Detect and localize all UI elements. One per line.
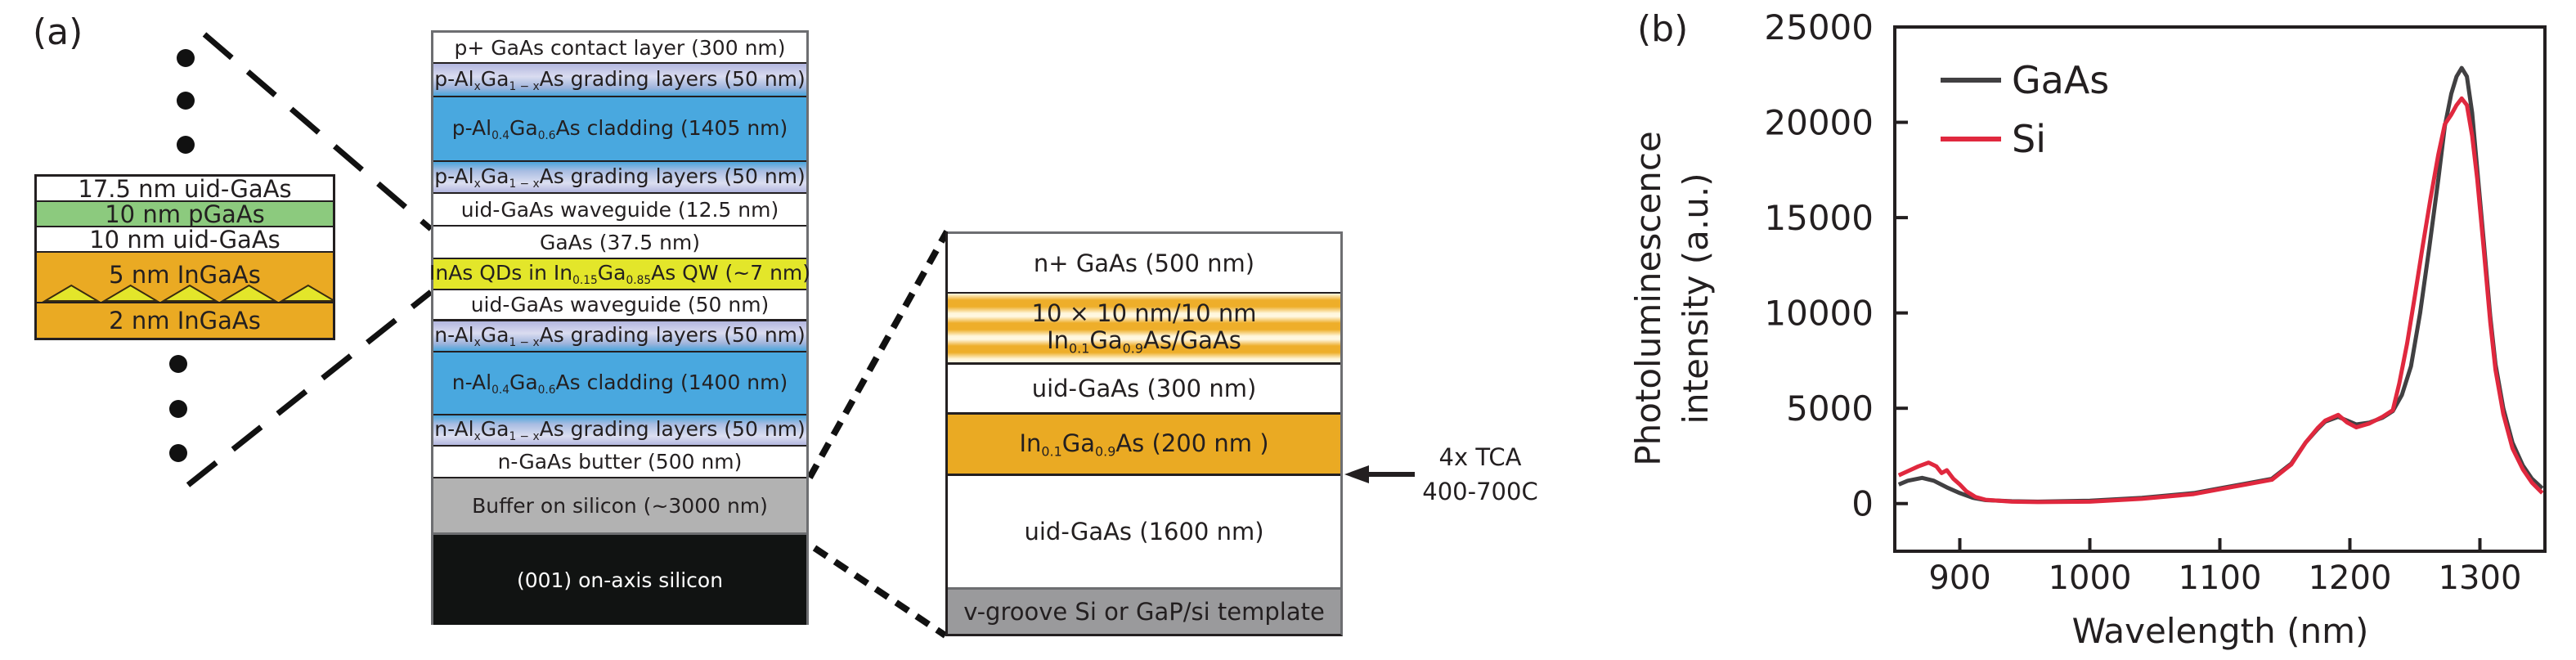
layer-label: InAs QDs in In0.15Ga0.85As QW (~7 nm) — [429, 261, 811, 287]
panel-b-label: (b) — [1637, 8, 1689, 50]
ellipsis-dot — [177, 136, 195, 154]
layer-label: 10 nm pGaAs — [105, 200, 265, 228]
quantum-dot — [101, 284, 160, 302]
layer-label: n-GaAs butter (500 nm) — [497, 450, 743, 474]
layer-label: n-AlxGa1 − xAs grading layers (50 nm) — [434, 417, 806, 443]
ellipsis-dot — [169, 355, 187, 373]
layer-label: GaAs (37.5 nm) — [539, 230, 701, 254]
layer-label: p-AlxGa1 − xAs grading layers (50 nm) — [434, 66, 806, 93]
tca-arrow-icon — [1344, 465, 1415, 483]
layer-uid-gaas-300: uid-GaAs (300 nm) — [948, 362, 1340, 412]
series-line-gaas — [1897, 65, 2544, 504]
layer-silicon-substrate: (001) on-axis silicon — [433, 532, 806, 625]
quantum-dot — [42, 284, 101, 302]
x-tick-label: 900 — [1928, 559, 1990, 597]
series-line-si — [1897, 96, 2544, 505]
layer-p-grading-bottom: p-AlxGa1 − xAs grading layers (50 nm) — [433, 160, 806, 192]
x-tick-label: 1000 — [2049, 559, 2132, 597]
connector-bottom-left — [186, 290, 433, 487]
y-tick-label: 25000 — [1764, 7, 1874, 47]
legend-label-si: Si — [2012, 117, 2046, 161]
layer-label: 5 nm InGaAs — [109, 261, 261, 289]
ellipsis-dot — [169, 400, 187, 418]
layer-p-cladding: p-Al0.4Ga0.6As cladding (1405 nm) — [433, 96, 806, 160]
layer-label: 2 nm InGaAs — [109, 307, 261, 334]
connector-top-right — [806, 230, 949, 479]
ellipsis-dot — [169, 444, 187, 462]
y-tick-label: 20000 — [1764, 103, 1874, 143]
y-tick-label: 0 — [1851, 484, 1874, 524]
layer-n-plus-gaas: n+ GaAs (500 nm) — [948, 231, 1340, 292]
y-tick-label: 5000 — [1786, 388, 1874, 429]
layer-label: 17.5 nm uid-GaAs — [78, 174, 292, 203]
layer-label: (001) on-axis silicon — [516, 568, 724, 592]
annealing-note-line2: 400-700C — [1422, 478, 1538, 506]
layer-p-contact: p+ GaAs contact layer (300 nm) — [433, 30, 806, 62]
layer-label: uid-GaAs (1600 nm) — [1024, 518, 1264, 546]
layer-label: uid-GaAs (300 nm) — [1031, 375, 1257, 402]
layer-label: uid-GaAs waveguide (50 nm) — [470, 293, 770, 317]
layer-ingaas-200: In0.1Ga0.9As (200 nm ) — [948, 412, 1340, 474]
x-tick-label: 1300 — [2439, 559, 2522, 597]
x-tick-label: 1100 — [2179, 559, 2262, 597]
ellipsis-dot — [177, 92, 195, 110]
layer-uid-gaas-10nm: 10 nm uid-GaAs — [37, 225, 333, 254]
annealing-note-line1: 4x TCA — [1438, 443, 1522, 471]
layer-label: v-groove Si or GaP/si template — [963, 598, 1325, 626]
quantum-dot — [160, 284, 219, 302]
layer-gaas-37nm: GaAs (37.5 nm) — [433, 225, 806, 258]
layer-label: p+ GaAs contact layer (300 nm) — [454, 35, 786, 60]
ellipsis-dot — [177, 49, 195, 67]
layer-label: n+ GaAs (500 nm) — [1033, 249, 1255, 277]
laser-structure-stack: p+ GaAs contact layer (300 nm) p-AlxGa1 … — [429, 30, 810, 625]
layer-p-gaas: 10 nm pGaAs — [37, 200, 333, 228]
layer-label: uid-GaAs waveguide (12.5 nm) — [460, 197, 779, 222]
quantum-dots — [42, 284, 333, 302]
active-region-stack: 17.5 nm uid-GaAs 10 nm pGaAs 10 nm uid-G… — [34, 174, 335, 340]
y-axis-label-line2: intensity (a.u.) — [1676, 173, 1716, 424]
layer-quantum-dots: InAs QDs in In0.15Ga0.85As QW (~7 nm) — [429, 258, 810, 289]
connector-top-left — [202, 32, 433, 231]
layer-n-grading-top: n-AlxGa1 − xAs grading layers (50 nm) — [433, 319, 806, 351]
y-tick-label: 10000 — [1764, 294, 1874, 334]
x-axis-label: Wavelength (nm) — [2072, 611, 2369, 651]
layer-label: n-Al0.4Ga0.6As cladding (1400 nm) — [451, 370, 788, 397]
zoom-connectors — [186, 32, 949, 639]
layer-uid-waveguide-bottom: uid-GaAs waveguide (50 nm) — [433, 289, 806, 319]
layer-n-gaas-buffer: n-GaAs butter (500 nm) — [433, 445, 806, 477]
layer-p-grading-top: p-AlxGa1 − xAs grading layers (50 nm) — [433, 62, 806, 96]
layer-label: In0.1Ga0.9As (200 nm ) — [1019, 429, 1269, 460]
layer-label: 10 nm uid-GaAs — [89, 225, 280, 254]
legend-label-gaas: GaAs — [2012, 58, 2109, 102]
layer-uid-gaas-1600: uid-GaAs (1600 nm) — [948, 474, 1340, 587]
layer-uid-waveguide-top: uid-GaAs waveguide (12.5 nm) — [433, 192, 806, 225]
x-tick-label: 1200 — [2309, 559, 2392, 597]
y-axis-label-line1: Photoluminescence — [1628, 131, 1668, 466]
layer-label: p-AlxGa1 − xAs grading layers (50 nm) — [434, 164, 806, 191]
annealing-note: 4x TCA 400-700C — [1407, 440, 1554, 509]
panel-a-label: (a) — [33, 11, 83, 53]
y-tick-label: 15000 — [1764, 198, 1874, 238]
layer-v-groove-template: v-groove Si or GaP/si template — [948, 587, 1340, 634]
layer-buffer-on-silicon: Buffer on silicon (~3000 nm) — [433, 477, 806, 532]
layer-n-grading-bottom: n-AlxGa1 − xAs grading layers (50 nm) — [433, 414, 806, 445]
layer-ingaas-2nm: 2 nm InGaAs — [37, 302, 333, 338]
quantum-dot — [219, 284, 279, 302]
connector-bottom-right — [812, 545, 948, 639]
layer-label: Buffer on silicon (~3000 nm) — [472, 493, 768, 518]
layer-n-cladding: n-Al0.4Ga0.6As cladding (1400 nm) — [433, 351, 806, 414]
quantum-dot — [278, 284, 333, 302]
layer-uid-gaas-17nm: 17.5 nm uid-GaAs — [37, 174, 333, 203]
layer-label: n-AlxGa1 − xAs grading layers (50 nm) — [434, 323, 806, 349]
layer-label: p-Al0.4Ga0.6As cladding (1405 nm) — [451, 115, 788, 142]
